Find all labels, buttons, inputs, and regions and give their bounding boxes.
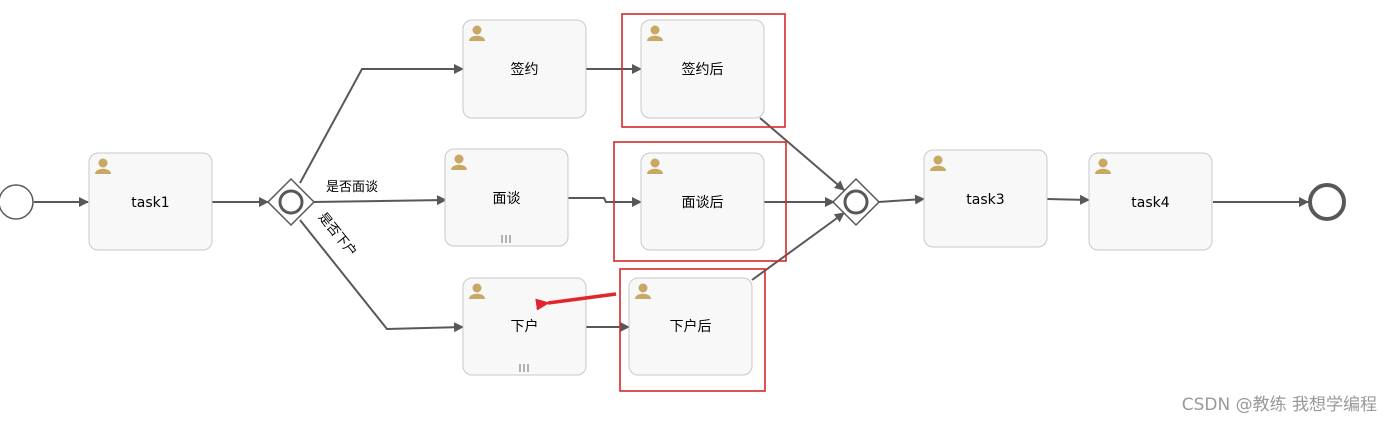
- flow-gateway-xiahu: [299, 219, 464, 333]
- task-label: task3: [966, 192, 1004, 208]
- task-label: 下户: [511, 318, 539, 335]
- task-label: 下户后: [670, 318, 712, 335]
- highlight-box-qianyue-after: [621, 13, 786, 128]
- flow-join-task3: [877, 194, 925, 205]
- task-label: task4: [1131, 195, 1169, 211]
- task-qianyue-after[interactable]: 签约后: [640, 19, 765, 119]
- flow-qianyue-after-join: [759, 117, 845, 191]
- flow-xiahu-after-join: [751, 212, 845, 281]
- flow-gateway-miantan: [311, 195, 447, 206]
- task-label: 面谈后: [682, 195, 724, 211]
- split-gateway[interactable]: [266, 177, 316, 227]
- highlight-box-xiahu-after: [619, 268, 766, 392]
- task-label: 签约后: [682, 61, 724, 78]
- join-gateway[interactable]: [831, 177, 881, 227]
- task-task3[interactable]: task3: [923, 149, 1048, 248]
- edge-label-miantan: 是否面谈: [326, 180, 378, 195]
- task-task4[interactable]: task4: [1088, 152, 1213, 251]
- task-xiahu[interactable]: 下户: [462, 277, 587, 376]
- watermark: CSDN @教练 我想学编程: [1181, 395, 1377, 415]
- edge-label-xiahu: 是否下户: [315, 209, 360, 259]
- end-event[interactable]: [1308, 183, 1346, 221]
- task-miantan[interactable]: 面谈: [444, 148, 569, 247]
- multi-instance-icon: [519, 364, 529, 372]
- multi-instance-icon: [501, 235, 511, 243]
- start-event[interactable]: [0, 184, 34, 220]
- annotation-arrow: [535, 292, 617, 311]
- task-label: task1: [131, 195, 169, 211]
- flow-task3-task4: [1046, 194, 1090, 205]
- task-task1[interactable]: task1: [88, 152, 213, 251]
- task-qianyue[interactable]: 签约: [462, 19, 587, 119]
- task-xiahu-after[interactable]: 下户后: [628, 277, 753, 376]
- task-label: 签约: [511, 61, 539, 78]
- flow-gateway-qianyue: [299, 64, 464, 184]
- task-miantan-after[interactable]: 面谈后: [640, 152, 765, 251]
- flow-miantan-miantan-after: [568, 197, 642, 207]
- highlight-box-miantan-after: [613, 141, 787, 262]
- task-label: 面谈: [493, 191, 521, 207]
